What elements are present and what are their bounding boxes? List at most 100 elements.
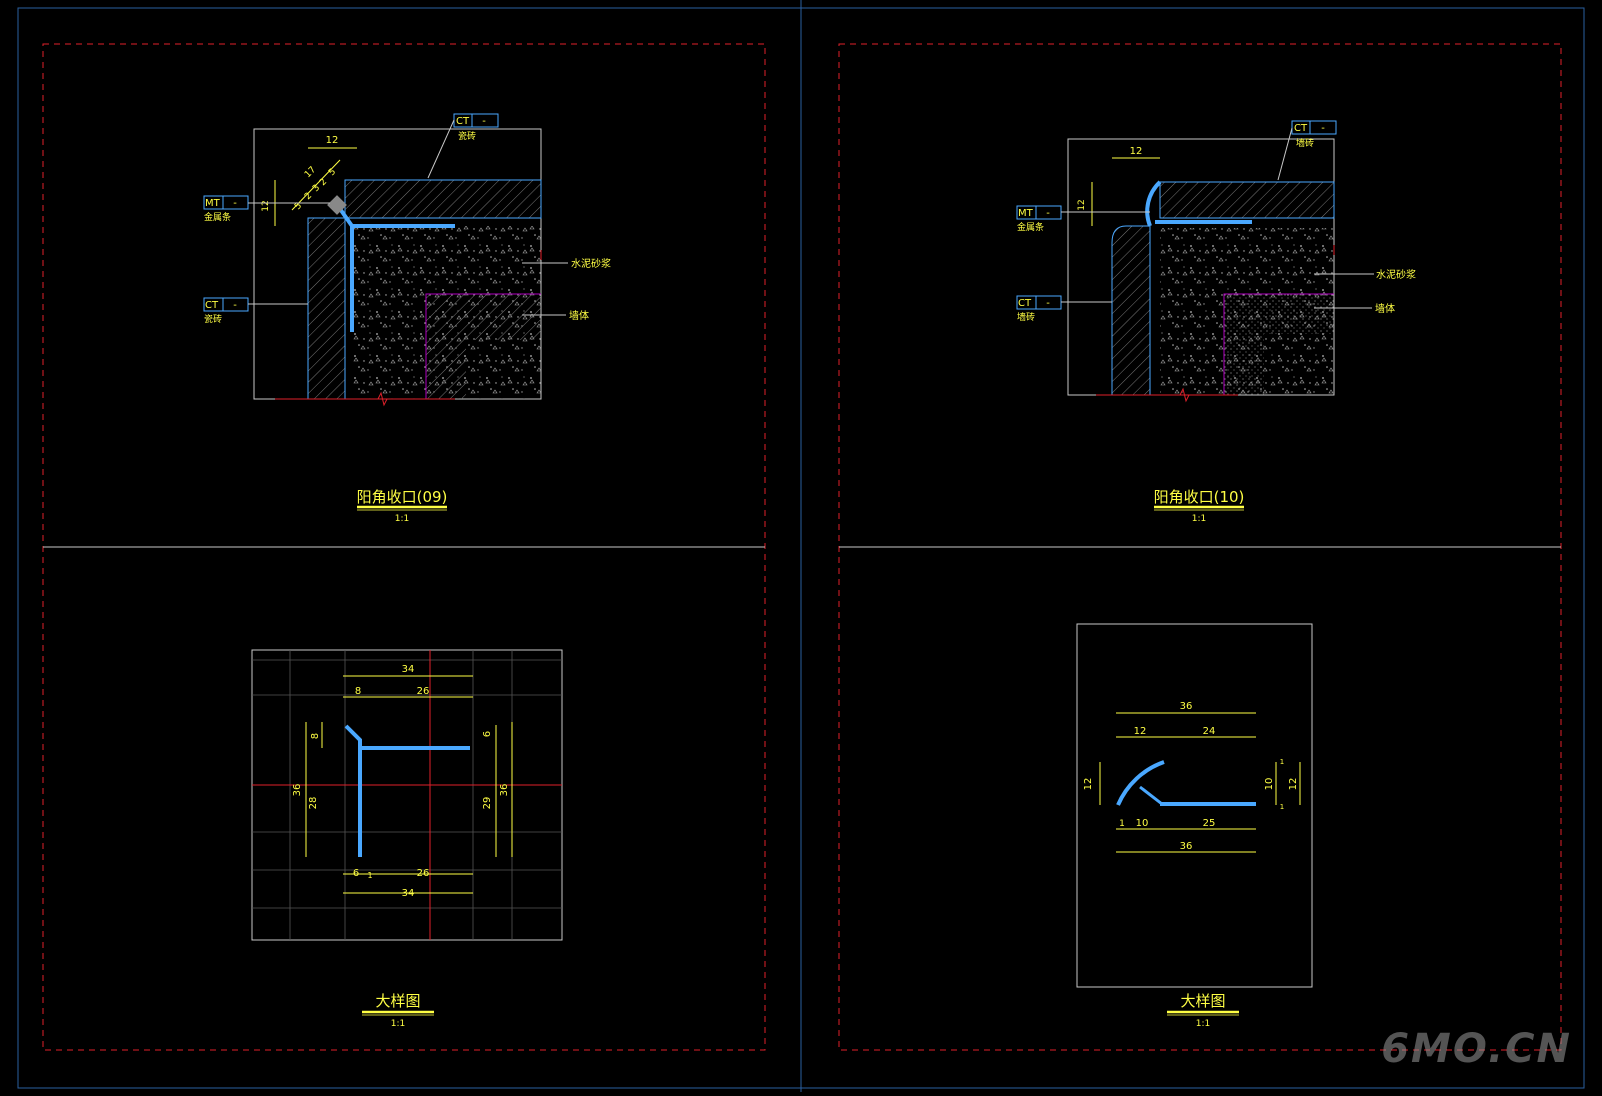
large-right-dim-top-total: 36 xyxy=(1180,701,1193,712)
detail-09-diag-dim-line xyxy=(291,159,341,211)
large-right-dim-top-b: 24 xyxy=(1203,726,1216,737)
detail-09-tag-mt: MT - 金属条 xyxy=(203,195,330,223)
large-left-dim-top-a: 8 xyxy=(355,686,361,697)
large-left-dim-left-b: 28 xyxy=(308,797,319,810)
large-right-dim-bot-c: 25 xyxy=(1203,818,1216,829)
detail-09-section: 12 12 17 5 2 3 2 5 CT - 瓷砖 MT - 金属条 xyxy=(203,113,611,524)
detail-10-tag-mt: MT - 金属条 xyxy=(1016,205,1150,233)
tag-label: 墙砖 xyxy=(1017,311,1035,323)
detail-09-diag-3: 3 xyxy=(311,183,322,194)
detail-10-scale: 1:1 xyxy=(1192,514,1206,524)
large-left-dimlines xyxy=(305,675,513,894)
large-left-dim-top-total: 34 xyxy=(402,664,415,675)
large-right-dim-left: 12 xyxy=(1083,778,1094,791)
detail-09-diag-17: 17 xyxy=(303,165,318,180)
large-left-dim-bot-b: 1 xyxy=(367,871,372,880)
tag-num: - xyxy=(482,116,486,127)
detail-09-break-symbol xyxy=(377,391,388,407)
large-right-dimlines xyxy=(1099,712,1301,853)
detail-09-tag-ct-left: CT - 瓷砖 xyxy=(203,297,308,325)
large-left-dim-bot-total: 34 xyxy=(402,888,415,899)
large-left-dim-bot-c: 26 xyxy=(417,868,430,879)
detail-10-top-tile xyxy=(1159,181,1335,219)
large-left-grid xyxy=(252,650,562,940)
large-right-dim-right-a: 10 xyxy=(1264,778,1275,791)
tag-label: 墙砖 xyxy=(1296,137,1314,149)
tag-leader xyxy=(427,119,455,179)
detail-09-top-tile xyxy=(344,179,542,219)
tag-num: - xyxy=(1046,298,1050,309)
large-right-frame xyxy=(1076,623,1313,988)
detail-09-diag-2b: 2 xyxy=(318,177,329,188)
detail-10-tag-ct-left: CT - 墙砖 xyxy=(1016,295,1112,323)
detail-09-dim-12-top: 12 xyxy=(326,135,339,146)
tag-code: CT xyxy=(1018,298,1032,309)
detail-09-diag-2a: 2 xyxy=(303,191,314,202)
large-right-dim-bot-b: 10 xyxy=(1136,818,1149,829)
detail-10-left-tile xyxy=(1111,225,1151,396)
tag-code: MT xyxy=(205,198,221,209)
tag-leader xyxy=(1277,127,1293,181)
detail-09-note-wall: 墙体 xyxy=(569,309,589,322)
large-left-dim-right-total: 36 xyxy=(499,784,510,797)
large-right-title: 大样图 xyxy=(1180,992,1225,1010)
large-right-dim-right-c: 1 xyxy=(1280,758,1284,766)
large-left-dim-left-total: 36 xyxy=(292,784,303,797)
detail-10-break-symbol xyxy=(1179,387,1190,403)
detail-09-diag-5b: 5 xyxy=(327,167,338,178)
detail-10-title: 阳角收口(10) xyxy=(1154,488,1245,506)
tag-code: CT xyxy=(1294,123,1308,134)
large-left-dim-top-b: 26 xyxy=(417,686,430,697)
tag-label: 瓷砖 xyxy=(458,130,476,142)
detail-09-dim-12-side: 12 xyxy=(261,200,271,211)
tag-num: - xyxy=(1321,123,1325,134)
tag-code: CT xyxy=(456,116,470,127)
large-left-dim-bot-a: 6 xyxy=(353,868,359,879)
sheet-outer-frame xyxy=(17,7,1585,1089)
large-right-scale: 1:1 xyxy=(1196,1019,1210,1029)
large-left-dim-left-a: 8 xyxy=(310,733,321,739)
tag-code: MT xyxy=(1018,208,1034,219)
detail-09-diag-5a: 5 xyxy=(293,201,304,212)
tag-label: 金属条 xyxy=(1017,221,1044,233)
detail-10-dim-12-top: 12 xyxy=(1130,146,1143,157)
detail-10-dim-12-side: 12 xyxy=(1077,199,1087,210)
large-right-round-profile xyxy=(1116,760,1165,806)
tag-code: CT xyxy=(205,300,219,311)
detail-09-wall-line xyxy=(425,293,541,399)
large-right-link xyxy=(1139,785,1163,806)
large-right-dim-right-b: 12 xyxy=(1288,778,1299,791)
large-left-frame xyxy=(251,649,563,941)
tag-num: - xyxy=(233,300,237,311)
detail-09-corner-cap xyxy=(327,195,347,215)
watermark-logo: 6MO.CN xyxy=(1381,1026,1572,1072)
tag-box xyxy=(1291,120,1337,135)
detail-10-wall-line xyxy=(1223,293,1334,395)
detail-09-title: 阳角收口(09) xyxy=(357,488,448,506)
tag-label: 瓷砖 xyxy=(204,313,222,325)
large-left-dim-right-a: 6 xyxy=(482,731,493,737)
large-left-profile-vertical xyxy=(344,724,362,857)
large-left-scale: 1:1 xyxy=(391,1019,405,1029)
detail-10-note-mortar: 水泥砂浆 xyxy=(1376,268,1416,281)
detail-09-left-tile xyxy=(307,217,346,400)
tag-num: - xyxy=(1046,208,1050,219)
detail-10-tag-ct-top: CT - 墙砖 xyxy=(1277,120,1337,181)
tag-label: 金属条 xyxy=(204,211,231,223)
large-right-dim-bot-total: 36 xyxy=(1180,841,1193,852)
large-right-dim-top-a: 12 xyxy=(1134,726,1147,737)
large-right-dim-bot-a: 1 xyxy=(1119,819,1125,829)
detail-10-section: 12 12 CT - 墙砖 MT - 金属条 CT - 墙砖 水泥砂浆 xyxy=(1016,120,1416,524)
detail-10-round-profile xyxy=(1145,180,1162,227)
detail-09-tag-ct-top: CT - 瓷砖 xyxy=(427,113,499,179)
large-right-dim-right-d: 1 xyxy=(1280,803,1284,811)
large-left-dim-right-b: 29 xyxy=(482,797,493,810)
detail-large-right: 36 12 24 12 10 12 1 1 1 10 25 36 大样图 1:1 xyxy=(1076,623,1313,1029)
detail-09-wall-fill xyxy=(426,294,541,399)
detail-10-wall-fill xyxy=(1224,294,1334,395)
detail-large-left: 34 8 26 8 28 36 6 29 36 6 1 26 34 大样图 1:… xyxy=(251,649,563,1029)
tag-num: - xyxy=(233,198,237,209)
detail-10-note-wall: 墙体 xyxy=(1375,302,1395,315)
